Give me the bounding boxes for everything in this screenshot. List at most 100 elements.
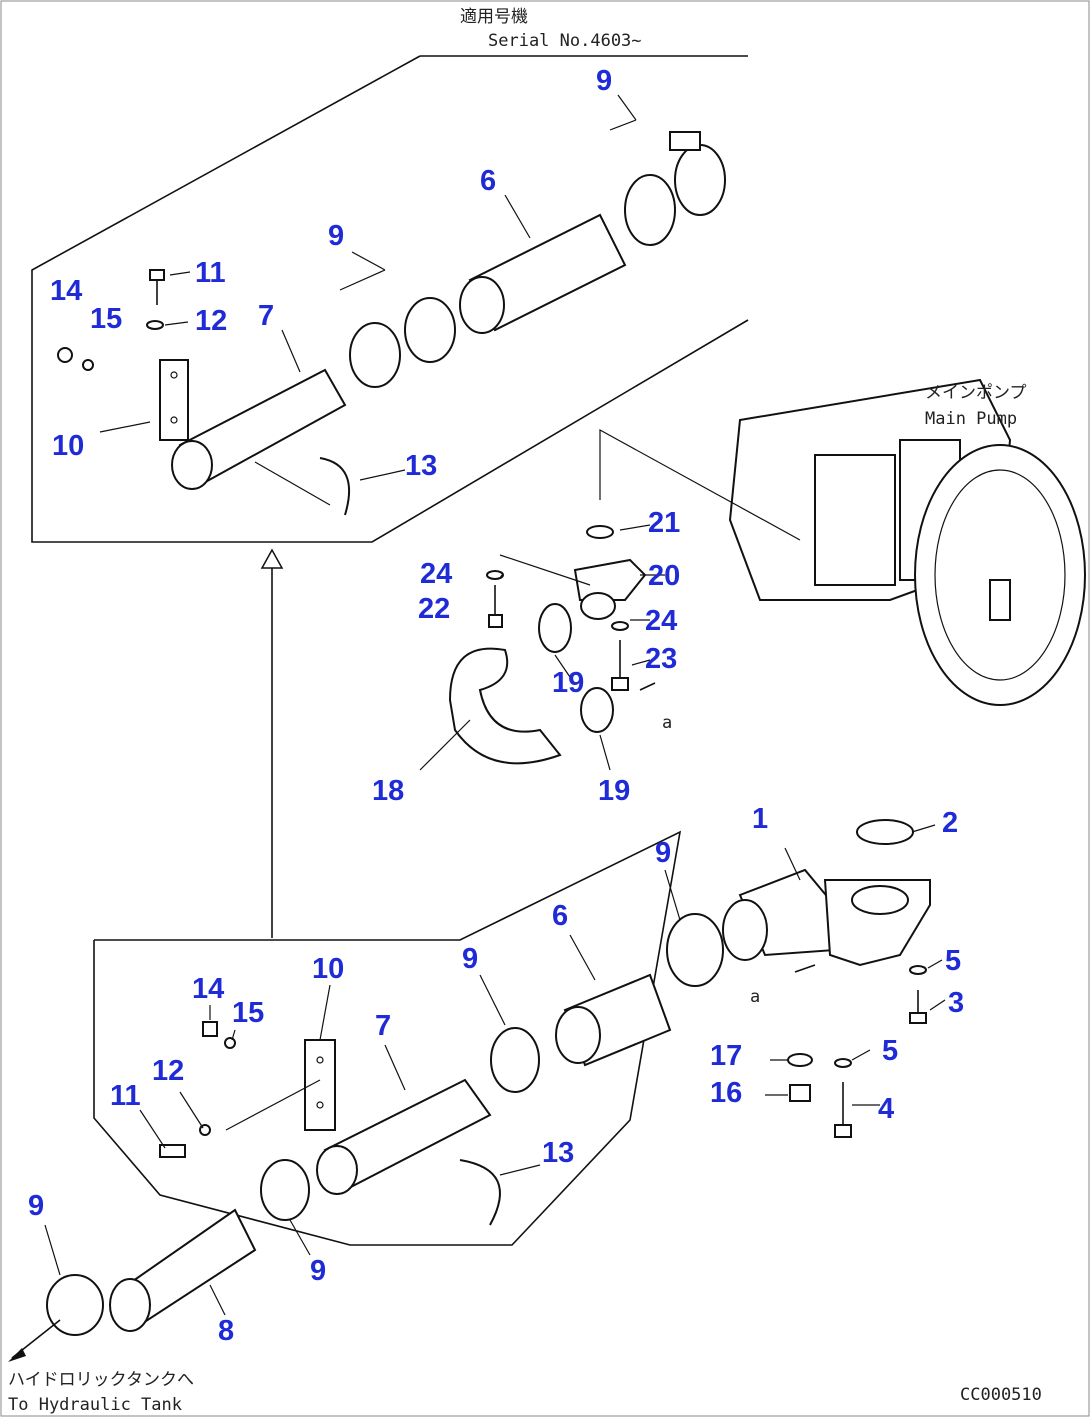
pump-leader-line [599, 428, 801, 541]
lower-inset-frame [93, 830, 682, 1246]
upper-clamp-pair-mid [349, 297, 456, 388]
pipe-7-lower [316, 1078, 492, 1195]
main-pump [728, 378, 1086, 706]
washer-24-right [611, 621, 629, 631]
callout-15-upper: 15 [90, 303, 122, 335]
hose-8 [109, 1208, 257, 1332]
callout-12-upper: 12 [195, 305, 227, 337]
callout-1: 1 [752, 803, 768, 835]
u-bolt-13-lower [459, 1159, 501, 1226]
callout-8: 8 [218, 1315, 234, 1347]
o-ring-2 [856, 819, 914, 845]
callout-14-upper: 14 [50, 275, 82, 307]
callout-22: 22 [418, 593, 450, 625]
callout-7-upper: 7 [258, 300, 274, 332]
main-pump-label-jp: メインポンプ [925, 383, 1027, 403]
upper-washer-15 [82, 359, 94, 371]
elbow-1 [722, 868, 837, 961]
o-ring-17 [787, 1053, 813, 1067]
callout-21: 21 [648, 507, 680, 539]
marker-a-upper: a [662, 713, 672, 733]
destination-arrow-head [8, 1348, 26, 1362]
marker-a-lower-arrow [794, 964, 816, 973]
upper-bolt-11 [149, 269, 165, 305]
callout-13-lower: 13 [542, 1137, 574, 1169]
callout-9-end: 9 [28, 1190, 44, 1222]
washer-5-lower [834, 1058, 852, 1068]
callout-13-upper: 13 [405, 450, 437, 482]
callout-17: 17 [710, 1040, 742, 1072]
upper-hose-6 [459, 213, 627, 334]
callout-12-lower: 12 [152, 1055, 184, 1087]
callout-6-upper: 6 [480, 165, 496, 197]
bolt-11-lower [159, 1144, 186, 1158]
destination-label-jp: ハイドロリックタンクへ [8, 1370, 194, 1390]
callout-24-right: 24 [645, 605, 677, 637]
callout-6-lower: 6 [552, 900, 568, 932]
drawing-code: CC000510 [960, 1385, 1042, 1405]
callout-15-lower: 15 [232, 997, 264, 1029]
bolt-3 [909, 990, 927, 1024]
callout-18: 18 [372, 775, 404, 807]
marker-a-lower: a [750, 987, 760, 1007]
callout-labels: 9 6 9 11 14 15 12 7 10 13 21 24 20 22 24… [28, 65, 964, 1347]
callout-19-lower: 19 [598, 775, 630, 807]
callout-20: 20 [648, 560, 680, 592]
hose-6-lower [555, 973, 672, 1067]
callout-10-lower: 10 [312, 953, 344, 985]
clamp-9-lower-right [666, 913, 724, 987]
washer-24-left [486, 570, 504, 580]
callout-9-lower-mid: 9 [462, 943, 478, 975]
washer-15-lower [224, 1037, 236, 1049]
upper-pipe-7 [171, 368, 347, 490]
upper-washer-12 [146, 320, 164, 330]
o-ring-21 [586, 525, 614, 539]
washer-5-upper [909, 965, 927, 975]
clamp-19-upper [538, 603, 572, 653]
upper-u-bolt-13 [319, 457, 351, 516]
callout-3: 3 [948, 987, 964, 1019]
bolt-23 [611, 640, 629, 691]
callout-19-upper: 19 [552, 667, 584, 699]
flange-20 [573, 558, 647, 620]
callout-7-lower: 7 [375, 1010, 391, 1042]
callout-4: 4 [878, 1093, 894, 1125]
upper-nut-14 [57, 347, 73, 363]
bolt-4 [834, 1082, 852, 1138]
callout-14-lower: 14 [192, 973, 224, 1005]
hose-18 [448, 647, 562, 765]
plug-16 [789, 1084, 811, 1102]
callout-24-left: 24 [420, 558, 452, 590]
clamp-9-lower-mid [490, 1027, 540, 1093]
transition-arrow-head [260, 548, 284, 569]
callout-23: 23 [645, 643, 677, 675]
clamp-9-end [46, 1274, 104, 1336]
nut-14-lower [202, 1021, 218, 1037]
destination-label-en: To Hydraulic Tank [8, 1395, 182, 1415]
flange-housing [823, 879, 931, 967]
marker-a-upper-arrow [639, 682, 656, 691]
bolt-22 [488, 585, 503, 628]
callout-9-top: 9 [596, 65, 612, 97]
callout-11-upper: 11 [195, 257, 226, 289]
serial-label-en: Serial No.4603~ [488, 31, 642, 51]
upper-inset-frame [31, 55, 749, 543]
main-pump-label-en: Main Pump [925, 409, 1017, 429]
callout-10-upper: 10 [52, 430, 84, 462]
callout-5-lower: 5 [882, 1035, 898, 1067]
upper-hose-clamp-pair [624, 131, 726, 246]
callout-9-upper-mid: 9 [328, 220, 344, 252]
callout-9-lower-left: 9 [310, 1255, 326, 1287]
clamp-9-lower-left [260, 1159, 310, 1221]
callout-9-lower-right: 9 [655, 837, 671, 869]
clamp-19-lower [580, 687, 614, 733]
callout-11-lower: 11 [110, 1080, 141, 1112]
upper-bracket-10 [159, 359, 189, 441]
callout-16: 16 [710, 1077, 742, 1109]
serial-label-jp: 適用号機 [460, 7, 528, 27]
callout-5-upper: 5 [945, 945, 961, 977]
callout-2: 2 [942, 807, 958, 839]
